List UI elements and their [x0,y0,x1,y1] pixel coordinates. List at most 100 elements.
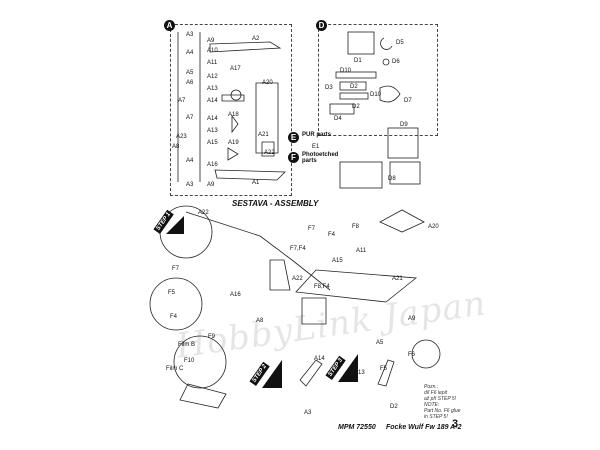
glue-note: Pozn.: díl F6 lepit až při STEP 5! NOTE:… [424,384,460,420]
label-a4: A4 [186,50,194,56]
label-a13: A13 [207,86,218,92]
asm-label-a22b: A22 [292,276,303,282]
step-2-flag [262,360,282,388]
part-a17-drawing [221,94,245,102]
label-a19: A19 [228,140,239,146]
label-a7b: A7 [186,115,194,121]
asm-label-f7b: F7 [172,266,180,272]
asm-label-f5: F5 [168,290,176,296]
pe-fret-drawing [339,161,383,189]
asm-label-a21: A21 [392,276,403,282]
note-line-3: až při STEP 5! [424,396,457,402]
part-d8-drawing [389,161,421,185]
label-a12: A12 [207,74,218,80]
asm-label-f4b: F4 [170,314,178,320]
label-a22: A22 [264,150,275,156]
note-line-4: NOTE: [424,402,440,408]
asm-label-d2: D2 [390,404,398,410]
label-a3: A3 [186,32,194,38]
sprue-a-frame [170,24,292,196]
assembly-heading: SESTAVA - ASSEMBLY [232,199,319,208]
label-a6: A6 [186,80,194,86]
asm-label-a9: A9 [408,316,416,322]
step-3-flag [338,354,358,382]
label-a3b: A3 [186,182,194,188]
pur-parts-label: PUR parts [302,132,332,138]
asm-label-a5: A5 [376,340,384,346]
label-d9: D9 [400,122,408,128]
part-d2-drawing [339,81,367,91]
label-a20: A20 [262,80,273,86]
label-a23: A23 [176,134,187,140]
label-d7: D7 [404,98,412,104]
label-d10b: D10 [370,92,382,98]
part-a21-drawing [261,141,275,157]
part-a20-drawing [255,82,279,154]
asm-label-a20: A20 [428,224,439,230]
seat-a15-assembly [269,259,291,291]
asm-label-f7f4: F7,F4 [290,246,306,252]
label-a11: A11 [207,60,218,66]
part-d9-drawing [387,127,419,159]
label-e1: E1 [312,144,320,150]
detail-circle-4 [411,339,441,369]
panel-step2-assembly [179,383,227,409]
label-d3: D3 [325,85,333,91]
label-a2: A2 [252,36,260,42]
sprue-d-frame [318,24,438,136]
part-d2b-drawing [339,92,369,100]
page-number: 3 [452,418,459,430]
label-a7: A7 [178,98,186,104]
asm-label-f10: F10 [184,358,195,364]
part-a19-drawing [227,147,239,161]
part-d7-drawing [379,85,401,103]
column-a14-assembly [299,359,323,387]
floor-a21-assembly [295,269,418,303]
asm-label-a16: A16 [230,292,241,298]
asm-label-a14: A14 [314,356,325,362]
asm-label-f6: F6 [408,352,416,358]
section-d-marker: D [316,20,327,31]
part-d4-drawing [329,103,355,115]
section-f-marker: F [288,152,299,163]
asm-label-film-b: Film B [178,342,195,348]
label-d2: D2 [350,84,358,90]
sprue-bars [177,32,201,182]
label-a17: A17 [230,66,241,72]
asm-label-a15: A15 [332,258,343,264]
note-line-2: díl F6 lepit [424,390,448,396]
label-d1: D1 [354,58,362,64]
asm-label-f9: F9 [208,334,216,340]
label-a16: A16 [207,162,218,168]
part-a18-drawing [231,114,239,134]
label-d5: D5 [396,40,404,46]
part-d5-drawing [380,37,393,50]
part-d10-drawing [335,71,377,79]
label-d2b: D2 [352,104,360,110]
section-a-marker: A [164,20,175,31]
label-a14: A14 [207,98,218,104]
asm-label-a8: A8 [256,318,264,324]
label-a1: A1 [252,180,260,186]
part-a2-drawing [209,41,282,53]
asm-label-a11: A11 [356,248,367,254]
step-1-flag [166,216,184,234]
label-a8: A8 [172,144,180,150]
column-d2-assembly [377,359,395,387]
label-a10: A10 [207,48,218,54]
asm-label-a13: A13 [354,370,365,376]
label-d10: D10 [340,68,352,74]
section-e-marker: E [288,132,299,143]
kit-model: Focke Wulf Fw 189 A-2 [386,424,462,431]
part-d6-drawing [382,58,390,66]
asm-label-a22: A22 [198,210,209,216]
label-a14b: A14 [207,116,218,122]
photoetched-parts-label: Photoetched parts [302,152,339,164]
detail-circle-3 [173,335,227,389]
detail-circle-2 [149,277,203,331]
asm-label-f4: F4 [328,232,336,238]
label-d8: D8 [388,176,396,182]
asm-label-film-c: Film C [166,366,184,372]
